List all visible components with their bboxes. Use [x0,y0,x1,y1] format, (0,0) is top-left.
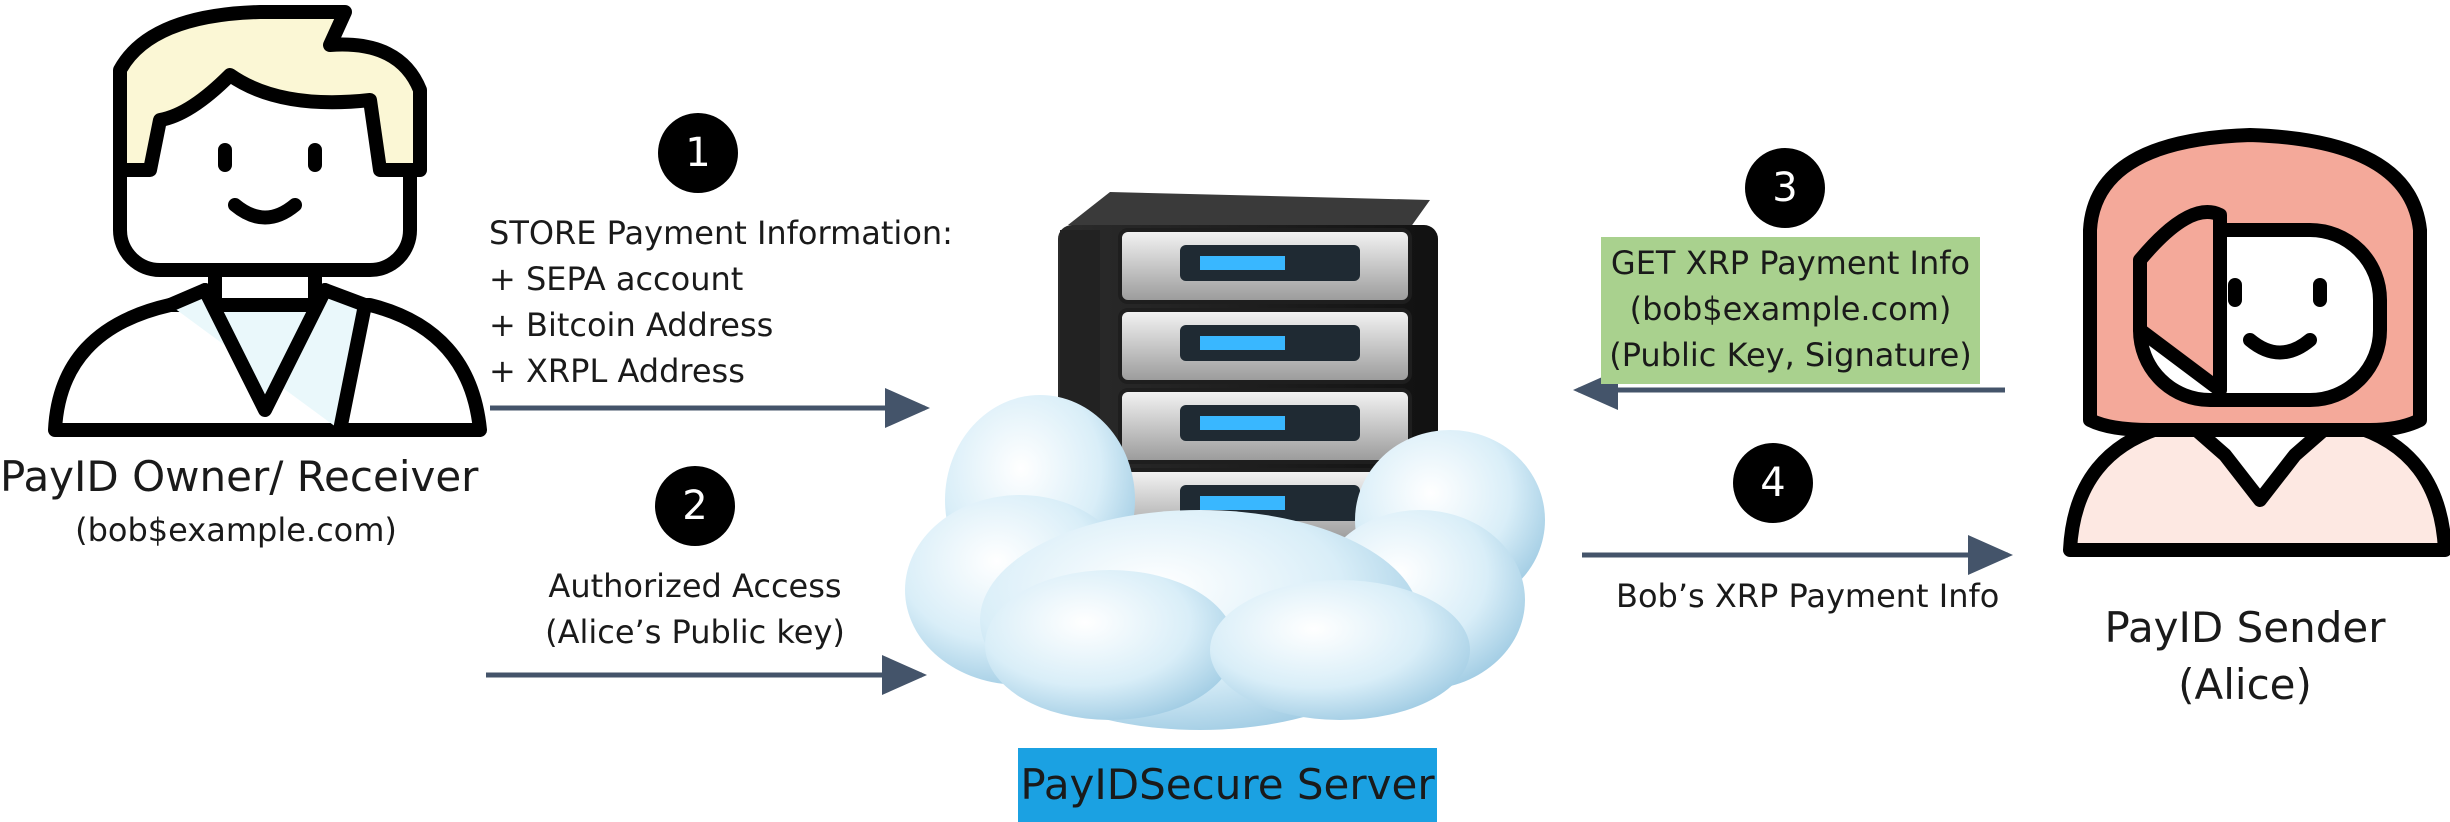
sender-name: PayID Sender [2104,603,2386,652]
step1-line: STORE Payment Information: [489,214,953,252]
receiver-avatar-icon [48,5,487,437]
step1-line: + Bitcoin Address [489,306,774,344]
step1-badge: 1 [658,113,738,193]
step1-text: STORE Payment Information: + SEPA accoun… [489,210,953,394]
server-label-box: PayIDSecure Server [1018,748,1437,822]
server-label: PayIDSecure Server [1020,760,1435,809]
step1-line: + XRPL Address [489,352,745,390]
step2-line: Authorized Access [548,567,842,605]
step2-badge: 2 [655,466,735,546]
step3-box: GET XRP Payment Info (bob$example.com) (… [1601,237,1980,384]
step4-badge: 4 [1733,443,1813,523]
step2-line: (Alice’s Public key) [545,613,845,651]
step3-badge: 3 [1745,148,1825,228]
step4-line: Bob’s XRP Payment Info [1616,577,2000,615]
receiver-id: (bob$example.com) [75,511,397,549]
sender-avatar-icon [2063,128,2450,557]
step3-line: (bob$example.com) [1629,290,1952,328]
cloud-icon [905,395,1545,730]
step3-line: GET XRP Payment Info [1610,244,1971,282]
sender-alias: (Alice) [2178,660,2312,709]
server-icon [1058,192,1438,555]
step3-line: (Public Key, Signature) [1609,336,1972,374]
receiver-name: PayID Owner/ Receiver [0,452,479,501]
step1-line: + SEPA account [489,260,744,298]
